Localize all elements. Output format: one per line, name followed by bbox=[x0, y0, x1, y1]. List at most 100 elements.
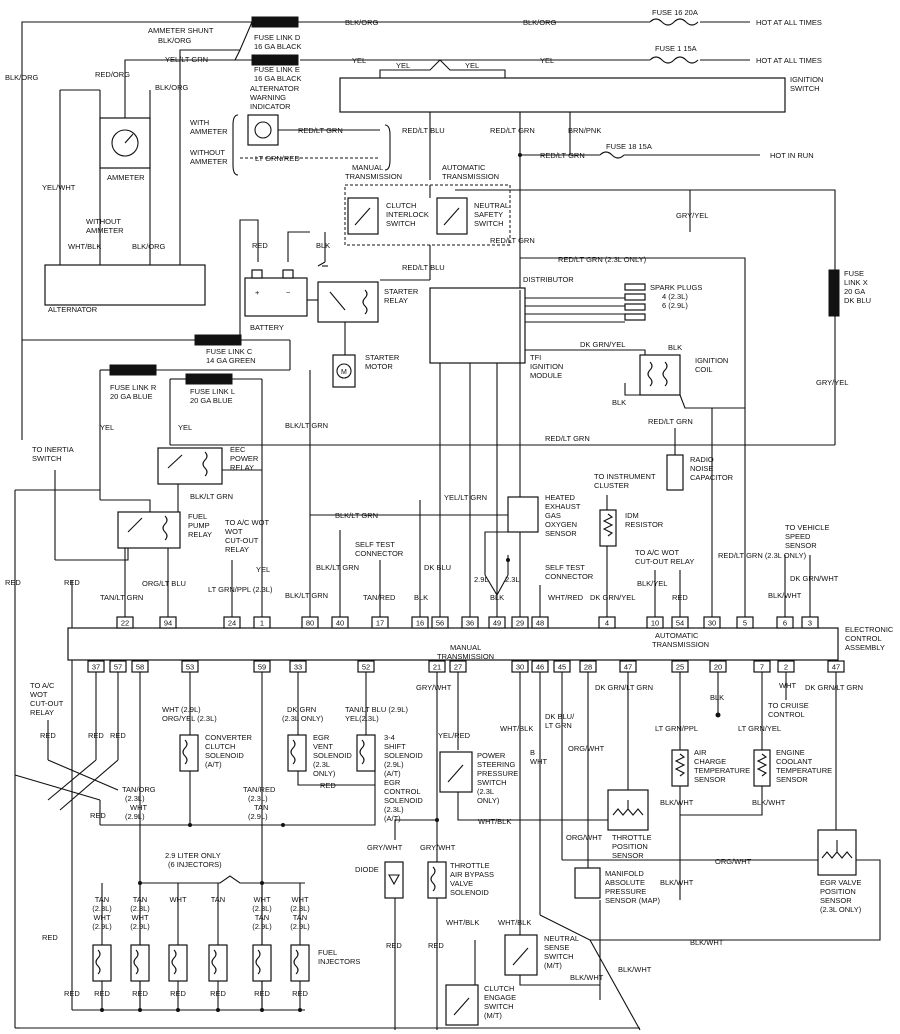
wire-label: RED/LT GRN bbox=[490, 126, 535, 135]
to-inertia-label: TO INERTIA bbox=[32, 445, 74, 454]
radio-cap-label: RADIO bbox=[690, 455, 714, 464]
ecu-label: ELECTRONIC bbox=[845, 625, 894, 634]
injector-wire-label: TAN bbox=[255, 913, 269, 922]
fuel-pump-relay-label: FUEL bbox=[188, 512, 207, 521]
wire-label: DK GRN/YEL bbox=[580, 340, 625, 349]
wire-label: RED/LT GRN bbox=[648, 417, 693, 426]
injector-wire-label: (2.9L) bbox=[252, 922, 272, 931]
spark-plugs-label: SPARK PLUGS bbox=[650, 283, 702, 292]
ecu-pin-label: 30 bbox=[708, 619, 716, 628]
wire-label: ORG/WHT bbox=[715, 857, 752, 866]
radio-noise-capacitor bbox=[666, 454, 684, 491]
injector-wire-label: (2.3L) bbox=[92, 904, 112, 913]
ecu-pin bbox=[488, 616, 506, 629]
alt-warning-label: ALTERNATOR bbox=[250, 84, 300, 93]
to-ac-label-2: CUT-OUT RELAY bbox=[635, 557, 694, 566]
ect-label-3: TEMPERATURE bbox=[776, 766, 832, 775]
wire-label: BLK/WHT bbox=[570, 973, 604, 982]
neutral-safety-label-2: SAFETY bbox=[474, 210, 503, 219]
idm-label-2: RESISTOR bbox=[625, 520, 664, 529]
ps-switch-label-6: ONLY) bbox=[477, 796, 500, 805]
ecu-pin bbox=[301, 616, 319, 629]
wire-label: WHT bbox=[130, 803, 147, 812]
wire-label: LT GRN/PPL bbox=[655, 724, 698, 733]
fuel-injectors-label-2: INJECTORS bbox=[318, 957, 360, 966]
fuse-link-r bbox=[109, 364, 157, 376]
fuse-1-label: FUSE 1 15A bbox=[655, 44, 697, 53]
starter-relay bbox=[317, 281, 379, 323]
ecu-pin-label: 49 bbox=[493, 619, 501, 628]
ps-switch-label-2: STEERING bbox=[477, 760, 516, 769]
ecu-pin-label: 5 bbox=[743, 619, 747, 628]
wire-label: WHT bbox=[530, 757, 547, 766]
ecu-pin-label: 40 bbox=[336, 619, 344, 628]
wire-label: YEL bbox=[100, 423, 114, 432]
egr-vent-label-4: (2.3L bbox=[313, 760, 330, 769]
heo2s-label-5: SENSOR bbox=[545, 529, 577, 538]
shift-label-9: (2.3L) bbox=[384, 805, 404, 814]
wire-label: BLK/YEL bbox=[637, 579, 667, 588]
wire-label: (2.3L) bbox=[125, 794, 145, 803]
ecu-pin-label: 54 bbox=[676, 619, 684, 628]
injector-wire-label: TAN bbox=[95, 895, 109, 904]
wire-label: BLK bbox=[316, 241, 330, 250]
to-ac-label: TO A/C WOT bbox=[635, 548, 679, 557]
throttle-bypass-label-3: VALVE bbox=[450, 879, 473, 888]
wire-label: WHT/RED bbox=[548, 593, 584, 602]
wire-label: WHT/BLK bbox=[498, 918, 531, 927]
ecu-pin-label: 7 bbox=[760, 663, 764, 672]
fuel-pump-relay bbox=[117, 511, 181, 549]
wire-label: RED bbox=[90, 811, 106, 820]
auto-trans-label-2: TRANSMISSION bbox=[652, 640, 709, 649]
ecu-pin bbox=[671, 616, 689, 629]
injector-wire-label: WHT bbox=[291, 895, 308, 904]
act-label-3: TEMPERATURE bbox=[694, 766, 750, 775]
alternator bbox=[44, 264, 206, 306]
wire-label: DK BLU/ bbox=[545, 712, 575, 721]
wire-label: BLK/WHT bbox=[768, 591, 802, 600]
hot-at-all-times-label: HOT AT ALL TIMES bbox=[756, 56, 822, 65]
injector-red-label: RED bbox=[170, 989, 186, 998]
wire-label: RED/LT BLU bbox=[402, 126, 445, 135]
injector-red-label: RED bbox=[254, 989, 270, 998]
ignition-circuit: MANUAL TRANSMISSION AUTOMATIC TRANSMISSI… bbox=[170, 163, 871, 620]
wire-label: YEL bbox=[540, 56, 554, 65]
fuse-link-x-label: FUSE bbox=[844, 269, 864, 278]
wire-label: TAN/LT BLU (2.9L) bbox=[345, 705, 408, 714]
idm-resistor bbox=[599, 509, 617, 547]
tps-label-3: SENSOR bbox=[612, 851, 644, 860]
map-label-2: ABSOLUTE bbox=[605, 878, 645, 887]
to-instrument-label: TO INSTRUMENT bbox=[594, 472, 656, 481]
wire-label: BLK/LT GRN bbox=[285, 421, 328, 430]
wire-label: DK GRN/YEL bbox=[590, 593, 635, 602]
ecu-pin-label: 6 bbox=[783, 619, 787, 628]
to-ac-label: TO A/C bbox=[30, 681, 55, 690]
map-label-4: SENSOR (MAP) bbox=[605, 896, 661, 905]
heo2s-label-4: OXYGEN bbox=[545, 520, 577, 529]
wire-label: BLK/WHT bbox=[618, 965, 652, 974]
ecu-pin bbox=[511, 616, 529, 629]
electronic-control-assembly: ELECTRONIC CONTROL ASSEMBLY MANUAL TRANS… bbox=[67, 616, 894, 673]
self-test-label-2: CONNECTOR bbox=[355, 549, 404, 558]
ecu-pin-label: 45 bbox=[558, 663, 566, 672]
svg-text:M: M bbox=[341, 369, 347, 376]
ps-switch-label-4: SWITCH bbox=[477, 778, 507, 787]
tps-label-2: POSITION bbox=[612, 842, 648, 851]
heo2s-label: HEATED bbox=[545, 493, 575, 502]
spark-plugs-label-3: 6 (2.9L) bbox=[662, 301, 688, 310]
with-ammeter-label-2: AMMETER bbox=[190, 127, 228, 136]
throttle-bypass-label: THROTTLE bbox=[450, 861, 490, 870]
wire-label: BRN/PNK bbox=[568, 126, 601, 135]
to-vss-label-3: SENSOR bbox=[785, 541, 817, 550]
ecu-pin bbox=[159, 616, 177, 629]
idm-label: IDM bbox=[625, 511, 639, 520]
injector-red-label: RED bbox=[292, 989, 308, 998]
ecu-pin bbox=[371, 616, 389, 629]
auto-trans-label: AUTOMATIC bbox=[655, 631, 699, 640]
manual-trans-label: MANUAL bbox=[352, 163, 383, 172]
wire-label: RED bbox=[5, 578, 21, 587]
wire-label: TAN/RED bbox=[243, 785, 276, 794]
ecu-pin-label: 47 bbox=[832, 663, 840, 672]
egr-pos-label-4: (2.3L ONLY) bbox=[820, 905, 862, 914]
